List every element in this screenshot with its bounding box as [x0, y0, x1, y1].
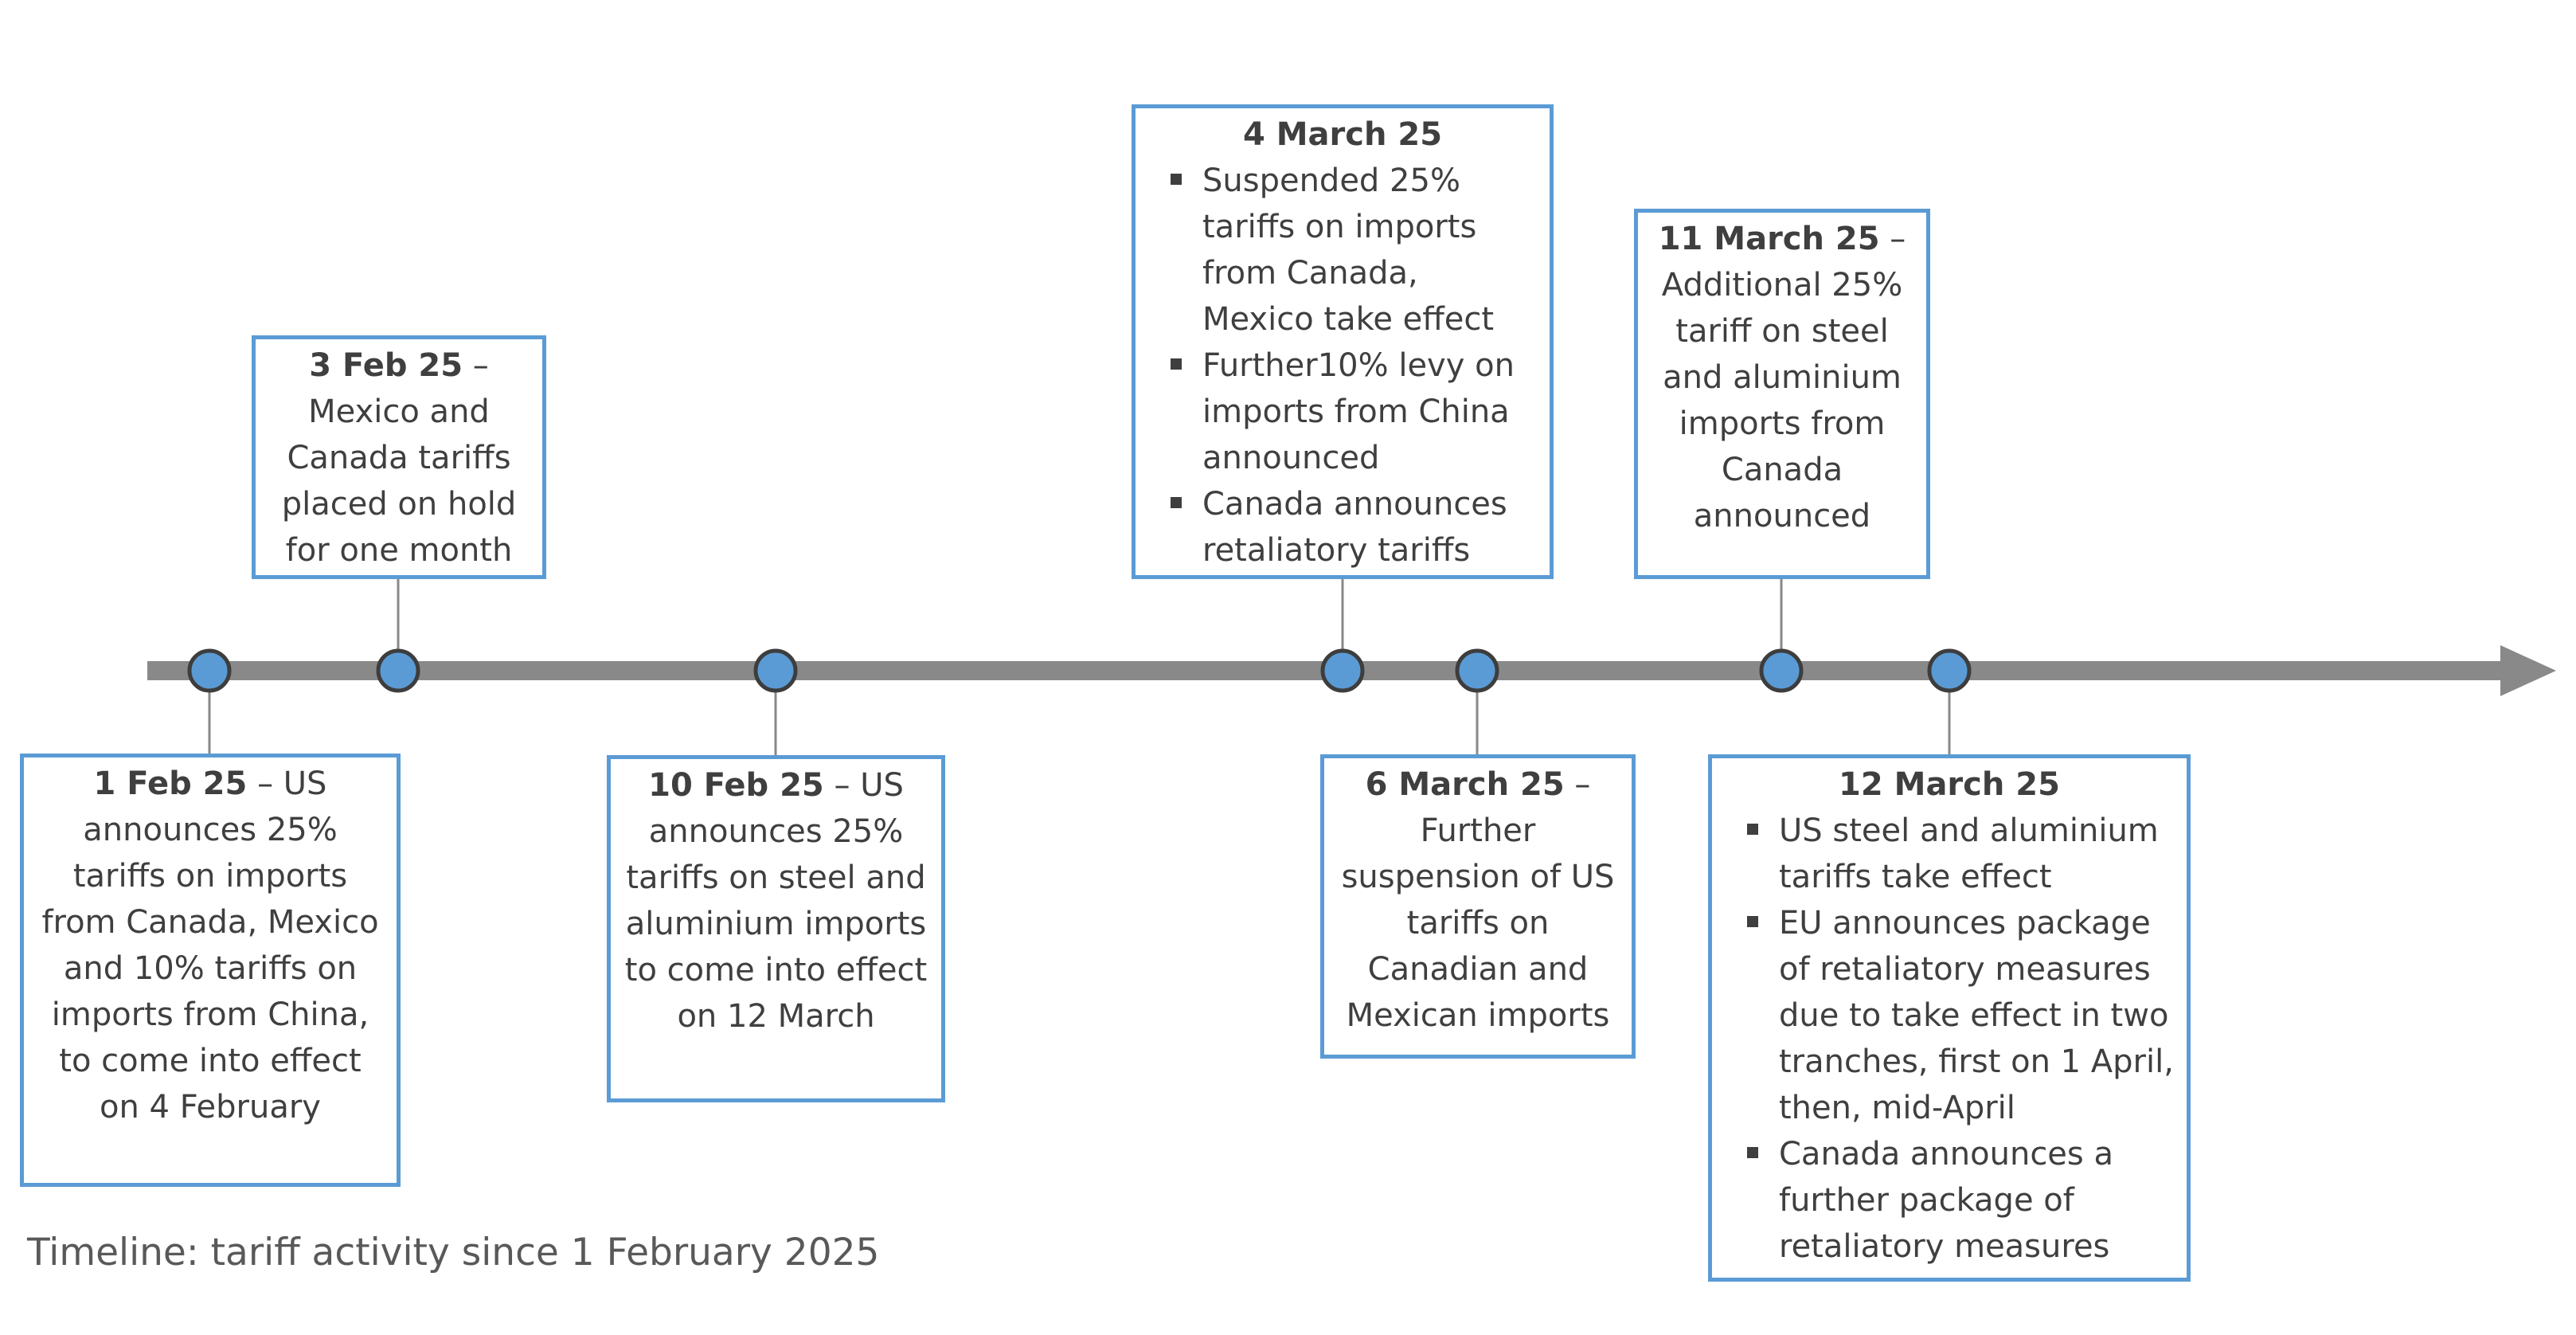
marker-4mar — [1320, 648, 1365, 693]
event-date: 1 Feb 25 — [93, 765, 248, 802]
timeline-arrow-head — [2500, 645, 2556, 696]
event-date: 11 March 25 — [1658, 221, 1880, 257]
event-box-3feb: 3 Feb 25 – Mexico and Canada tariffs pla… — [252, 335, 546, 579]
event-bullet: EU announces package of retaliatory meas… — [1723, 900, 2175, 1131]
marker-6mar — [1455, 648, 1499, 693]
event-date: 6 March 25 — [1365, 766, 1565, 803]
diagram-caption: Timeline: tariff activity since 1 Februa… — [27, 1231, 880, 1274]
event-text: – US announces 25% tariffs on steel and … — [624, 767, 928, 1035]
event-bullet: US steel and aluminium tariffs take effe… — [1723, 808, 2175, 900]
marker-1feb — [187, 648, 232, 693]
marker-11mar — [1759, 648, 1804, 693]
event-box-4mar: 4 March 25 Suspended 25% tariffs on impo… — [1132, 104, 1554, 579]
marker-3feb — [376, 648, 420, 693]
event-bullet: Canada announces a further package of re… — [1723, 1131, 2175, 1270]
event-box-11mar: 11 March 25 – Additional 25% tariff on s… — [1634, 209, 1930, 579]
marker-12mar — [1927, 648, 1972, 693]
event-text: – Additional 25% tariff on steel and alu… — [1661, 221, 1906, 534]
event-date: 3 Feb 25 — [309, 347, 463, 384]
event-text: – Mexico and Canada tariffs placed on ho… — [281, 347, 517, 569]
event-bullet: Further10% levy on imports from China an… — [1147, 343, 1538, 481]
event-box-12mar: 12 March 25 US steel and aluminium tarif… — [1708, 754, 2191, 1282]
event-bullet-list: Suspended 25% tariffs on imports from Ca… — [1147, 158, 1538, 574]
event-box-10feb: 10 Feb 25 – US announces 25% tariffs on … — [607, 755, 945, 1102]
event-date: 10 Feb 25 — [648, 767, 824, 804]
event-bullet-list: US steel and aluminium tariffs take effe… — [1723, 808, 2175, 1270]
event-box-6mar: 6 March 25 – Further suspension of US ta… — [1320, 754, 1636, 1059]
event-bullet: Suspended 25% tariffs on imports from Ca… — [1147, 158, 1538, 343]
marker-10feb — [753, 648, 798, 693]
event-text: – US announces 25% tariffs on imports fr… — [41, 765, 379, 1126]
event-box-1feb: 1 Feb 25 – US announces 25% tariffs on i… — [20, 754, 401, 1187]
event-date: 12 March 25 — [1839, 766, 2060, 803]
event-date: 4 March 25 — [1242, 116, 1443, 153]
event-bullet: Canada announces retaliatory tariffs — [1147, 481, 1538, 574]
event-text: – Further suspension of US tariffs on Ca… — [1341, 766, 1615, 1034]
